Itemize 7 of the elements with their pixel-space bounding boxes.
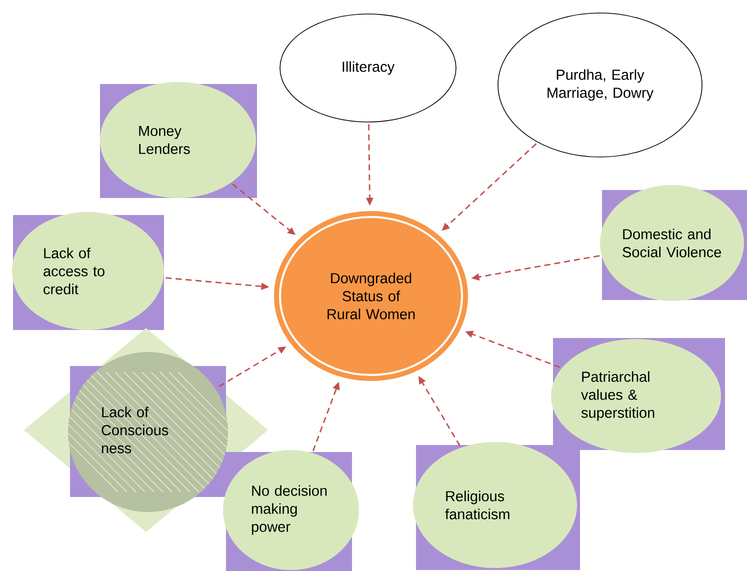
ellipse-node: No decision making power [223, 450, 359, 571]
ellipse-node: Purdha, Early Marriage, Dowry [498, 12, 702, 158]
ellipse-node: Money Lenders [100, 82, 257, 198]
ellipse-node: Domestic and Social Violence [600, 185, 747, 301]
ellipse-node: Illiteracy [280, 14, 456, 122]
ellipse-node: Religious fanaticism [413, 442, 580, 570]
ellipse-node: Lack of access to credit [12, 212, 164, 330]
